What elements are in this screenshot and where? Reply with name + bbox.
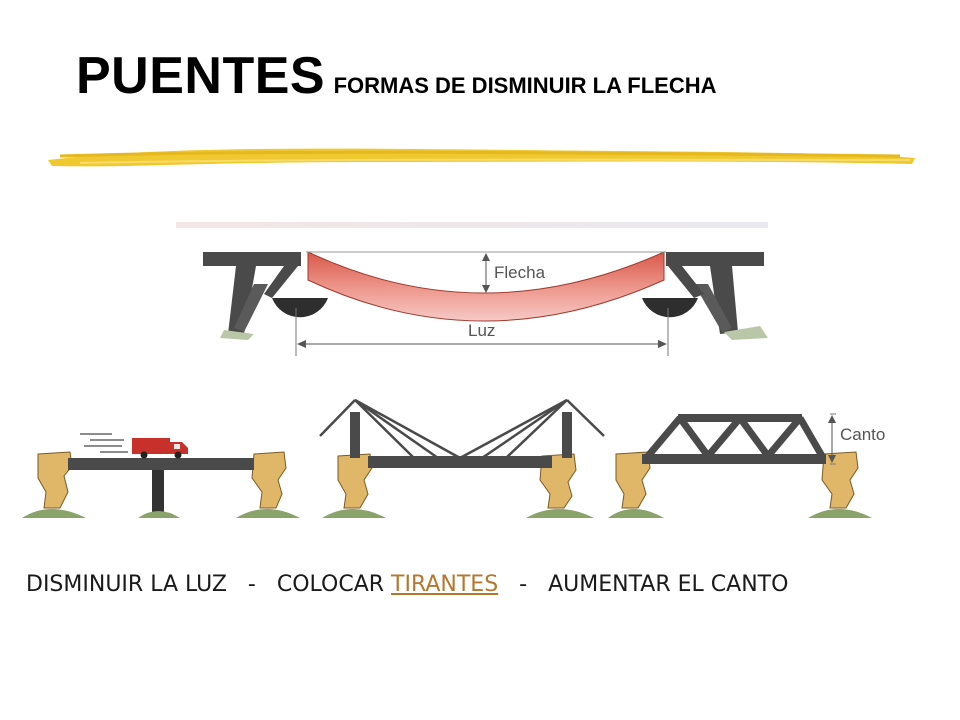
deck-beam	[68, 458, 254, 470]
flecha-dimension	[482, 253, 490, 293]
luz-dimension	[295, 308, 669, 356]
flecha-label: Flecha	[494, 263, 546, 282]
title-main: PUENTES	[76, 47, 326, 105]
support-diagram	[20, 396, 300, 526]
caption-aumentar-canto: AUMENTAR EL CANTO	[548, 572, 789, 597]
left-pylon	[350, 412, 360, 458]
canto-label: Canto	[840, 425, 885, 444]
caption: DISMINUIR LA LUZ - COLOCAR TIRANTES - AU…	[26, 572, 926, 597]
truck-icon	[132, 438, 188, 459]
title-underline-brush	[48, 148, 915, 167]
deflection-diagram: Flecha Luz	[176, 222, 772, 362]
truss-diagram: Canto	[608, 396, 904, 526]
deflected-beam	[307, 251, 665, 322]
caption-separator: -	[498, 572, 549, 597]
left-abutment	[203, 252, 328, 340]
left-rock	[322, 453, 386, 518]
cable-stayed-diagram	[314, 396, 610, 526]
tirantes-link[interactable]: TIRANTES	[391, 572, 499, 597]
right-rock	[808, 451, 872, 518]
pier-ground	[138, 511, 180, 518]
slide-title: PUENTES FORMAS DE DISMINUIR LA FLECHA	[76, 46, 717, 106]
stay-cables	[319, 398, 605, 460]
title-subtitle: FORMAS DE DISMINUIR LA FLECHA	[333, 73, 717, 98]
right-abutment	[642, 252, 768, 340]
right-rock	[236, 451, 300, 518]
deck-beam	[368, 456, 552, 468]
central-pier	[152, 470, 164, 512]
caption-disminuir-luz: DISMINUIR LA LUZ	[26, 572, 227, 597]
motion-lines	[80, 433, 128, 453]
right-pylon	[562, 412, 572, 458]
caption-separator: -	[226, 572, 277, 597]
caption-colocar: COLOCAR	[276, 572, 392, 597]
truss-structure	[642, 414, 826, 464]
canto-dimension	[828, 413, 836, 465]
top-strip	[176, 222, 768, 228]
luz-label: Luz	[468, 321, 495, 340]
